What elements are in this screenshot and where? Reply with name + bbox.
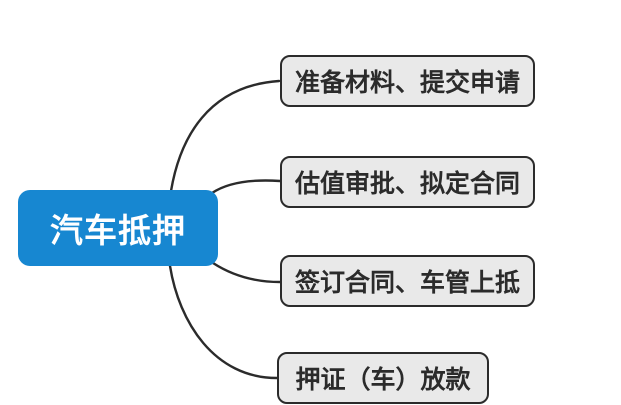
step-node-prepare-materials[interactable]: 准备材料、提交申请 <box>280 55 535 107</box>
root-node-car-mortgage[interactable]: 汽车抵押 <box>18 190 218 266</box>
connector-root-to-step-2 <box>210 179 282 195</box>
connector-root-to-step-1 <box>169 79 281 193</box>
connector-root-to-step-3 <box>211 261 282 284</box>
step-node-label: 签订合同、车管上抵 <box>294 269 520 297</box>
step-node-sign-contract[interactable]: 签订合同、车管上抵 <box>280 255 535 307</box>
step-node-label: 押证（车）放款 <box>295 366 471 394</box>
root-node-label: 汽车抵押 <box>50 212 186 249</box>
step-node-label: 准备材料、提交申请 <box>294 69 520 97</box>
step-node-valuation-approval[interactable]: 估值审批、拟定合同 <box>280 156 535 208</box>
connector-root-to-step-4 <box>168 264 279 380</box>
step-node-label: 估值审批、拟定合同 <box>294 170 520 198</box>
step-node-pledge-loan[interactable]: 押证（车）放款 <box>277 352 489 404</box>
